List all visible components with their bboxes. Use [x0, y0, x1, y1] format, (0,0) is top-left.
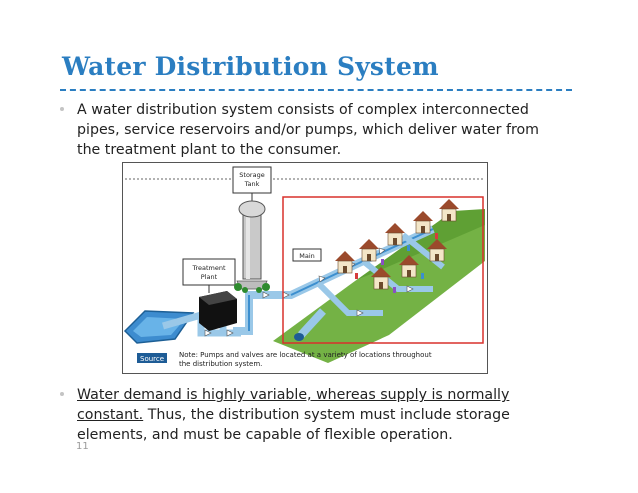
note-line-2: the distribution system. [179, 360, 262, 368]
branch-pipe-2 [361, 258, 433, 292]
house [335, 251, 355, 274]
bullet-2-underlined-word: constant. [77, 407, 144, 423]
house [413, 211, 433, 234]
branch-pipe-1 [315, 280, 383, 316]
storage-tank-label-line-1: Storage [239, 171, 264, 179]
houses [335, 199, 459, 290]
bullet-2-line-2-rest: Thus, the distribution system must inclu… [143, 407, 510, 423]
bullet-2-line-2: constant. Thus, the distribution system … [77, 405, 510, 425]
house [371, 267, 391, 290]
bullet-marker [60, 392, 64, 396]
pipe-outlet [298, 308, 326, 338]
bullet-2-line-3: elements, and must be capable of flexibl… [77, 427, 453, 443]
service-connections [355, 233, 438, 293]
shrubs [234, 283, 270, 293]
title-divider [60, 89, 572, 91]
ground-plane [273, 223, 485, 363]
treatment-label-box [182, 258, 236, 286]
bullet-1-line-2: pipes, service reservoirs and/or pumps, … [77, 122, 539, 138]
house [359, 239, 379, 262]
house [439, 199, 459, 222]
bullet-2-line-1: Water demand is highly variable, whereas… [77, 387, 510, 403]
main-label-box [292, 248, 322, 262]
storage-tank-label-line-2: Tank [244, 180, 260, 188]
distribution-diagram: Source Treatment Plant [122, 162, 488, 374]
house [427, 239, 447, 262]
storage-tank-column [242, 210, 262, 280]
highlight-box [282, 196, 484, 344]
main-label: Main [299, 252, 315, 260]
house [399, 255, 419, 278]
bullet-1-line-3: the treatment plant to the consumer. [77, 142, 342, 158]
note-line-1: Note: Pumps and valves are located at a … [179, 351, 432, 359]
bullet-marker [60, 107, 64, 111]
treatment-label-line-2: Plant [201, 273, 218, 281]
page-number: 11 [76, 441, 89, 452]
source-label: Source [140, 355, 164, 363]
treatment-label-line-1: Treatment [191, 264, 226, 272]
slide-title: Water Distribution System [62, 52, 439, 81]
branch-pipe-3 [401, 232, 445, 270]
bullet-1-line-1: A water distribution system consists of … [77, 102, 529, 118]
diagram-svg: Source Treatment Plant [123, 166, 485, 368]
house [385, 223, 405, 246]
storage-tank [238, 200, 266, 218]
